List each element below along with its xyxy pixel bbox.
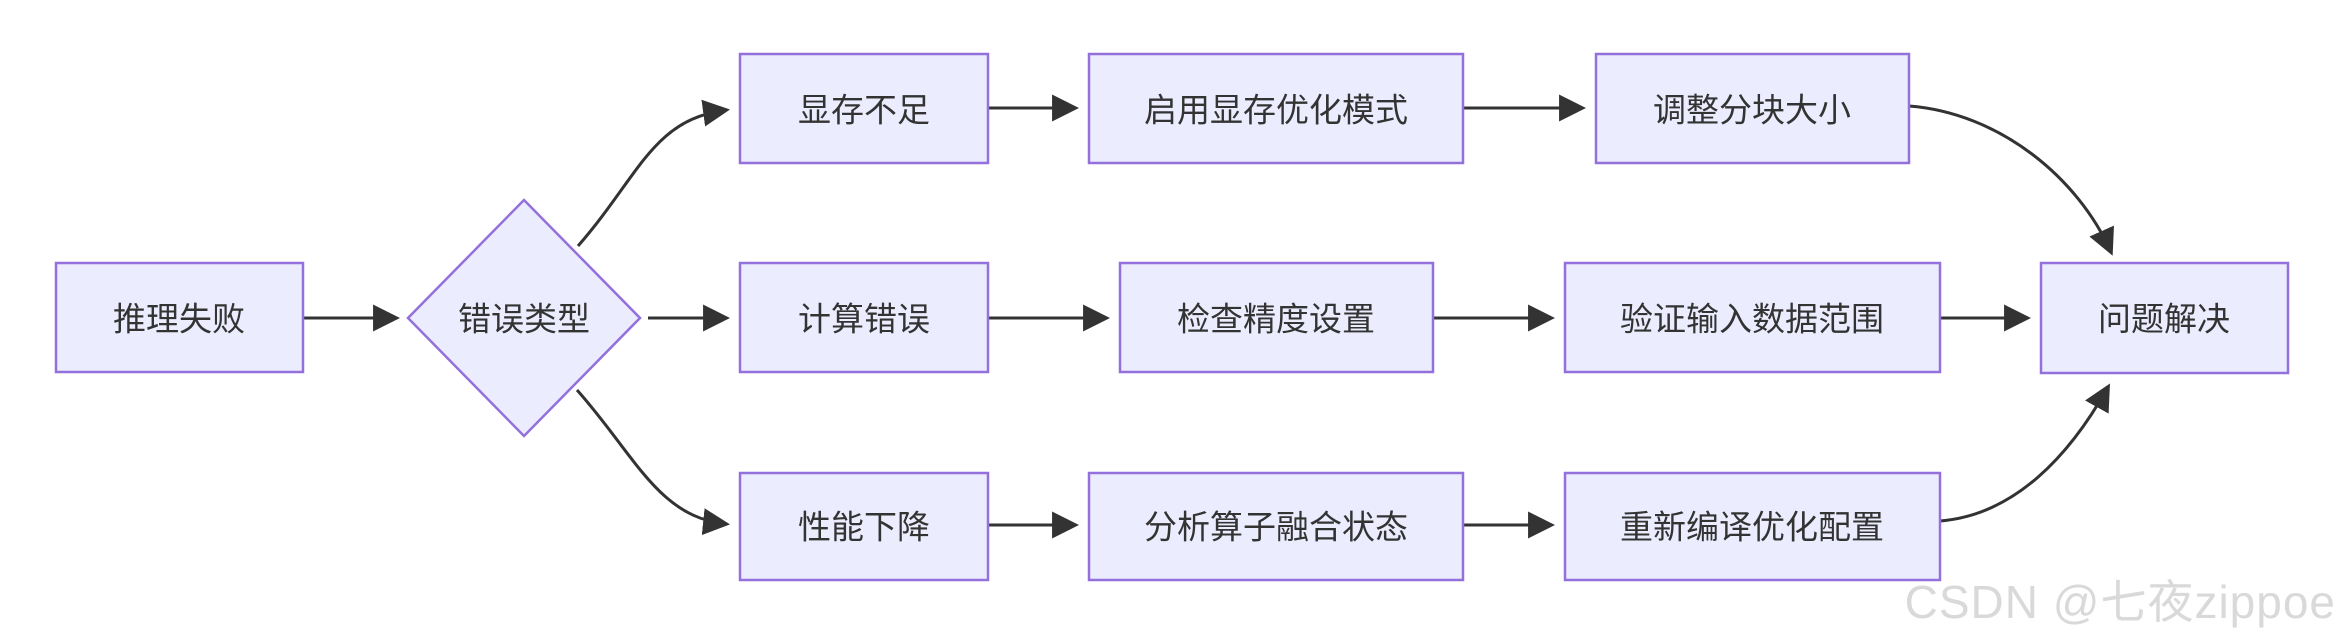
node-decision: 错误类型 — [406, 198, 642, 438]
edge-branch3-step2-to-end — [1939, 383, 2110, 523]
node-branch3-step1: 分析算子融合状态 — [1087, 471, 1465, 582]
edge-branch1-step2-to-end — [1908, 104, 2114, 256]
node-end-label: 问题解决 — [2098, 301, 2230, 338]
node-branch2-step1: 检查精度设置 — [1118, 261, 1435, 374]
node-branch3: 性能下降 — [738, 471, 990, 582]
node-branch1-step1-label: 启用显存优化模式 — [1144, 92, 1408, 129]
node-branch1-step2: 调整分块大小 — [1594, 52, 1911, 165]
node-branch3-label: 性能下降 — [798, 509, 930, 546]
node-branch1: 显存不足 — [738, 52, 990, 165]
node-decision-label: 错误类型 — [458, 301, 590, 338]
node-branch1-label: 显存不足 — [798, 92, 930, 129]
node-branch2-step2-label: 验证输入数据范围 — [1620, 301, 1884, 338]
node-branch3-step2-label: 重新编译优化配置 — [1620, 509, 1884, 546]
node-branch3-step2: 重新编译优化配置 — [1563, 471, 1942, 582]
node-start: 推理失败 — [54, 261, 305, 374]
node-branch2: 计算错误 — [738, 261, 990, 374]
node-branch1-step1: 启用显存优化模式 — [1087, 52, 1465, 165]
node-branch2-step2: 验证输入数据范围 — [1563, 261, 1942, 374]
node-branch2-step1-label: 检查精度设置 — [1177, 301, 1375, 338]
node-end: 问题解决 — [2039, 261, 2290, 375]
edge-decision-to-branch3 — [575, 389, 731, 536]
node-start-label: 推理失败 — [113, 301, 245, 338]
node-branch3-step1-label: 分析算子融合状态 — [1144, 509, 1408, 546]
csdn-watermark: CSDN @七夜zippoe — [1905, 576, 2336, 628]
node-branch1-step2-label: 调整分块大小 — [1653, 92, 1851, 129]
edge-decision-to-branch1 — [576, 99, 731, 247]
node-branch2-label: 计算错误 — [798, 301, 930, 338]
